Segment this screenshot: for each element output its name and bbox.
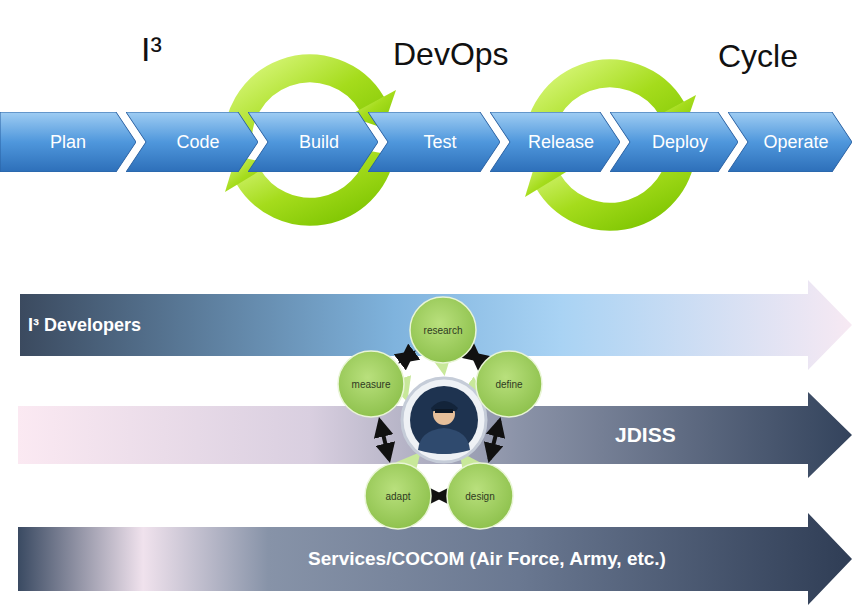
activity-label: adapt	[385, 491, 410, 502]
stage-label: Operate	[763, 132, 828, 153]
process-chevron: Code	[126, 112, 258, 172]
activity-label: measure	[352, 379, 391, 390]
process-chevron: Build	[248, 112, 378, 172]
title-word: I³	[141, 30, 162, 69]
process-circle: adapt	[364, 462, 432, 530]
process-circle: research	[409, 296, 477, 364]
process-chevron: Plan	[0, 112, 136, 172]
stage-label: Test	[423, 132, 456, 153]
stage-label: Release	[528, 132, 594, 153]
cycle-connector	[436, 494, 442, 498]
process-chevron: Release	[490, 112, 620, 172]
title-word: Cycle	[718, 38, 798, 75]
activity-label: design	[465, 491, 494, 502]
process-chevron: Deploy	[610, 112, 738, 172]
stage-label: Build	[299, 132, 339, 153]
band-label: Services/COCOM (Air Force, Army, etc.)	[308, 548, 666, 570]
process-chevron: Test	[368, 112, 500, 172]
stage-label: Code	[176, 132, 219, 153]
cycle-connector	[380, 421, 389, 459]
cycle-connector	[401, 353, 412, 361]
role-band-arrow: Services/COCOM (Air Force, Army, etc.)	[18, 513, 852, 605]
stage-label: Plan	[50, 132, 86, 153]
process-chevron: Operate	[728, 112, 852, 172]
band-label: JDISS	[615, 423, 676, 447]
cycle-connector	[472, 354, 479, 360]
band-label: I³ Developers	[28, 315, 141, 336]
title-word: DevOps	[393, 36, 509, 73]
activity-label: define	[495, 379, 522, 390]
activity-label: research	[424, 325, 463, 336]
person-icon	[402, 378, 486, 462]
process-circle: design	[446, 462, 514, 530]
stage-label: Deploy	[652, 132, 708, 153]
process-circle: measure	[337, 350, 405, 418]
cycle-connector	[490, 421, 500, 459]
process-circle: define	[475, 350, 543, 418]
